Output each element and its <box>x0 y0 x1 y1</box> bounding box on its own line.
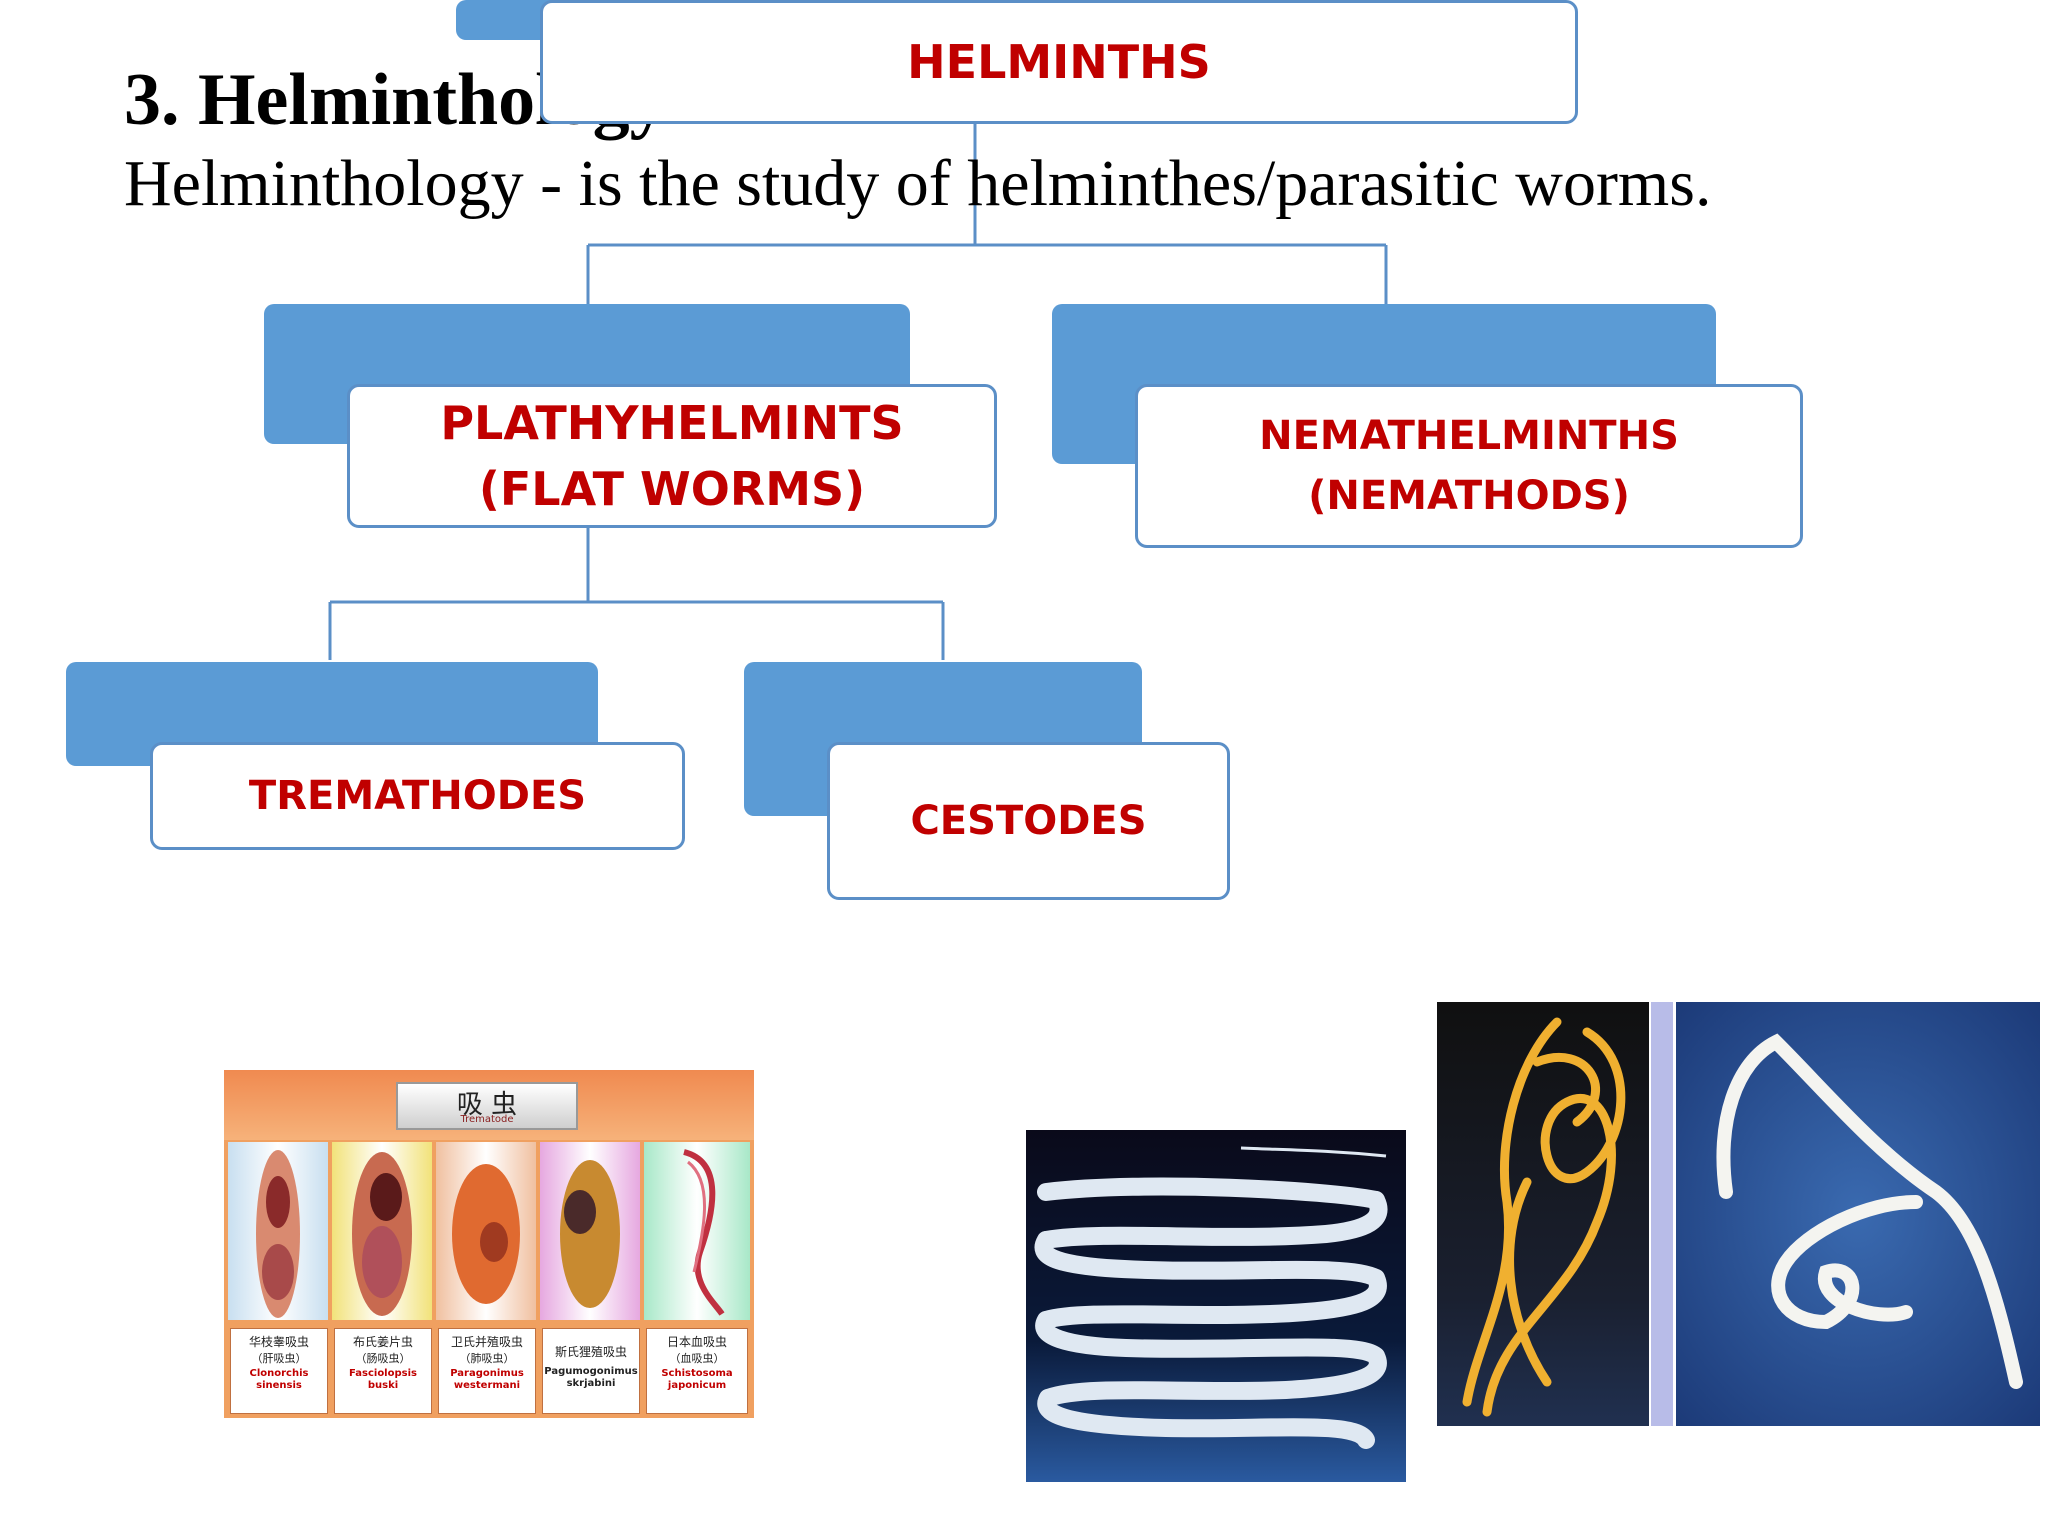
slide-subtitle: Helminthology - is the study of helminth… <box>124 147 1712 220</box>
caption-5-cn2: （血吸虫） <box>669 1352 725 1365</box>
caption-2-cn: 布氏姜片虫 <box>352 1335 413 1349</box>
caption-1-latin: Clonorchis sinensis <box>249 1368 309 1391</box>
poster-panel-4 <box>540 1142 640 1320</box>
caption-5: 日本血吸虫 （血吸虫） Schistosoma japonicum <box>646 1328 748 1414</box>
poster-panel-5 <box>644 1142 750 1320</box>
poster-panel-2 <box>332 1142 432 1320</box>
root-node-label: HELMINTHS <box>907 35 1211 89</box>
caption-3-cn2: （肺吸虫） <box>459 1352 515 1365</box>
flatworms-node: PLATHYHELMINTS (FLAT WORMS) <box>347 384 997 528</box>
caption-2-cn2: （肠吸虫） <box>355 1352 411 1365</box>
cestodes-node-label: CESTODES <box>910 798 1147 844</box>
trematode-poster-image: 吸 虫 Trematode 华枝睾吸虫 （肝吸虫） Clonorchis sin… <box>224 1070 754 1418</box>
caption-2: 布氏姜片虫 （肠吸虫） Fasciolopsis buski <box>334 1328 432 1414</box>
caption-1: 华枝睾吸虫 （肝吸虫） Clonorchis sinensis <box>230 1328 328 1414</box>
cestodes-node: CESTODES <box>827 742 1230 900</box>
yellow-nematode-illustration <box>1462 1017 1626 1417</box>
poster-header-cn: 吸 虫 <box>456 1090 518 1120</box>
poster-panel-3 <box>436 1142 536 1320</box>
caption-2-latin: Fasciolopsis buski <box>349 1368 417 1391</box>
photo-divider <box>1651 1002 1673 1426</box>
caption-4: 斯氏狸殖吸虫 Pagumogonimus skrjabini <box>542 1328 640 1414</box>
tapeworm-illustration <box>1034 1146 1388 1449</box>
schistosoma-illustration <box>683 1149 725 1316</box>
caption-3-latin: Paragonimus westermani <box>450 1368 524 1391</box>
clonorchis-illustration <box>256 1150 300 1318</box>
caption-3: 卫氏并殖吸虫 （肺吸虫） Paragonimus westermani <box>438 1328 536 1414</box>
caption-1-cn: 华枝睾吸虫 <box>248 1335 309 1349</box>
caption-4-latin: Pagumogonimus skrjabini <box>544 1366 638 1389</box>
caption-4-cn: 斯氏狸殖吸虫 <box>554 1345 627 1359</box>
flatworms-node-label: PLATHYHELMINTS (FLAT WORMS) <box>440 396 904 516</box>
paragonimus-illustration <box>452 1164 520 1304</box>
trematodes-node: TREMATHODES <box>150 742 685 850</box>
caption-3-cn: 卫氏并殖吸虫 <box>450 1335 523 1349</box>
yellow-nematode-photo <box>1437 1002 1649 1426</box>
caption-5-latin: Schistosoma japonicum <box>661 1368 733 1391</box>
pagumogonimus-illustration <box>560 1160 620 1308</box>
fasciolopsis-illustration <box>352 1152 412 1316</box>
caption-5-cn: 日本血吸虫 <box>666 1335 727 1349</box>
nematodes-node: NEMATHELMINTHS (NEMATHODS) <box>1135 384 1803 548</box>
white-nematode-illustration <box>1716 1033 2023 1389</box>
white-nematode-photo <box>1676 1002 2040 1426</box>
trematodes-node-label: TREMATHODES <box>248 773 587 819</box>
root-node: HELMINTHS <box>540 0 1578 124</box>
poster-header-plate: 吸 虫 Trematode <box>396 1082 578 1130</box>
poster-header-en: Trematode <box>460 1114 514 1125</box>
nematodes-node-label: NEMATHELMINTHS (NEMATHODS) <box>1259 413 1679 519</box>
caption-1-cn2: （肝吸虫） <box>251 1352 307 1365</box>
poster-panel-1 <box>228 1142 328 1320</box>
tapeworm-photo <box>1026 1130 1406 1482</box>
